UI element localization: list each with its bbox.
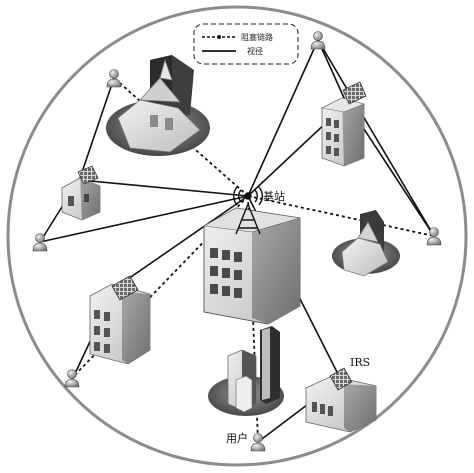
user-icon bbox=[426, 227, 442, 246]
irs-panel bbox=[329, 367, 353, 391]
los-link bbox=[317, 39, 346, 101]
irs-panel bbox=[342, 81, 367, 105]
user-icon bbox=[106, 69, 122, 88]
legend-los-label: 视径 bbox=[247, 46, 263, 56]
blocked-link bbox=[247, 195, 435, 237]
legend: 阻塞链路 视径 bbox=[193, 23, 299, 65]
office-building-bottom-right bbox=[305, 375, 377, 433]
office-building-left-lower bbox=[89, 283, 151, 365]
irs-label: IRS bbox=[350, 356, 370, 369]
base-station-label: 基站 bbox=[263, 189, 285, 203]
los-link bbox=[39, 195, 249, 243]
base-station-tower bbox=[233, 186, 263, 235]
church-building-top bbox=[106, 55, 210, 156]
los-link bbox=[79, 77, 115, 179]
legend-blocked-marker bbox=[217, 35, 221, 39]
office-building-top-right bbox=[321, 97, 365, 167]
irs-panel bbox=[77, 165, 99, 185]
church-building-right bbox=[332, 210, 400, 277]
los-link bbox=[247, 39, 319, 197]
los-link bbox=[317, 39, 435, 237]
legend-blocked-label: 阻塞链路 bbox=[241, 32, 273, 42]
user-icon bbox=[32, 233, 48, 252]
los-link bbox=[114, 195, 249, 289]
user-icon bbox=[64, 369, 80, 388]
skyscraper-cluster bbox=[208, 326, 284, 416]
user-icon bbox=[310, 31, 326, 50]
central-building bbox=[203, 207, 301, 325]
los-link bbox=[79, 179, 249, 197]
legend-box bbox=[193, 23, 299, 65]
user-icon bbox=[250, 433, 266, 452]
user-label: 用户 bbox=[226, 431, 248, 445]
irs-panel bbox=[111, 275, 139, 301]
house-building-left bbox=[61, 177, 101, 221]
